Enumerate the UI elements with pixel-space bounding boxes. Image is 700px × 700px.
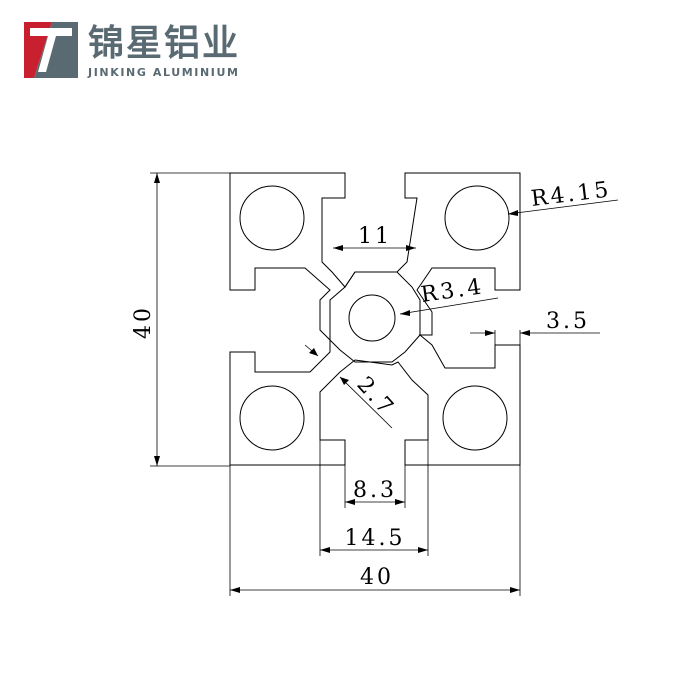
brand-logo: 锦星铝业 JINKING ALUMINIUM xyxy=(24,22,264,82)
hole-top-left xyxy=(239,185,305,251)
dim-slot-outer: 14.5 xyxy=(345,526,406,551)
hole-top-right xyxy=(444,185,510,251)
profile-outline xyxy=(229,172,521,466)
dim-thickness: 2.7 xyxy=(352,372,400,421)
hole-bottom-right xyxy=(442,385,508,451)
brand-name-cn: 锦星铝业 xyxy=(88,23,241,64)
dim-radius-center: R3.4 xyxy=(419,274,485,308)
dim-slot-inner: 8.3 xyxy=(353,478,397,503)
hole-center xyxy=(348,294,396,342)
center-chamber xyxy=(329,271,421,363)
logo-mark-icon xyxy=(24,22,78,78)
dim-radius-bolt: R4.15 xyxy=(530,177,613,212)
dim-width: 40 xyxy=(360,565,394,590)
dim-top-slot: 11 xyxy=(358,224,392,249)
hole-bottom-left xyxy=(239,385,305,451)
brand-name-en: JINKING ALUMINIUM xyxy=(88,66,240,79)
dim-wall: 3.5 xyxy=(546,309,590,334)
dim-height: 40 xyxy=(131,305,156,339)
